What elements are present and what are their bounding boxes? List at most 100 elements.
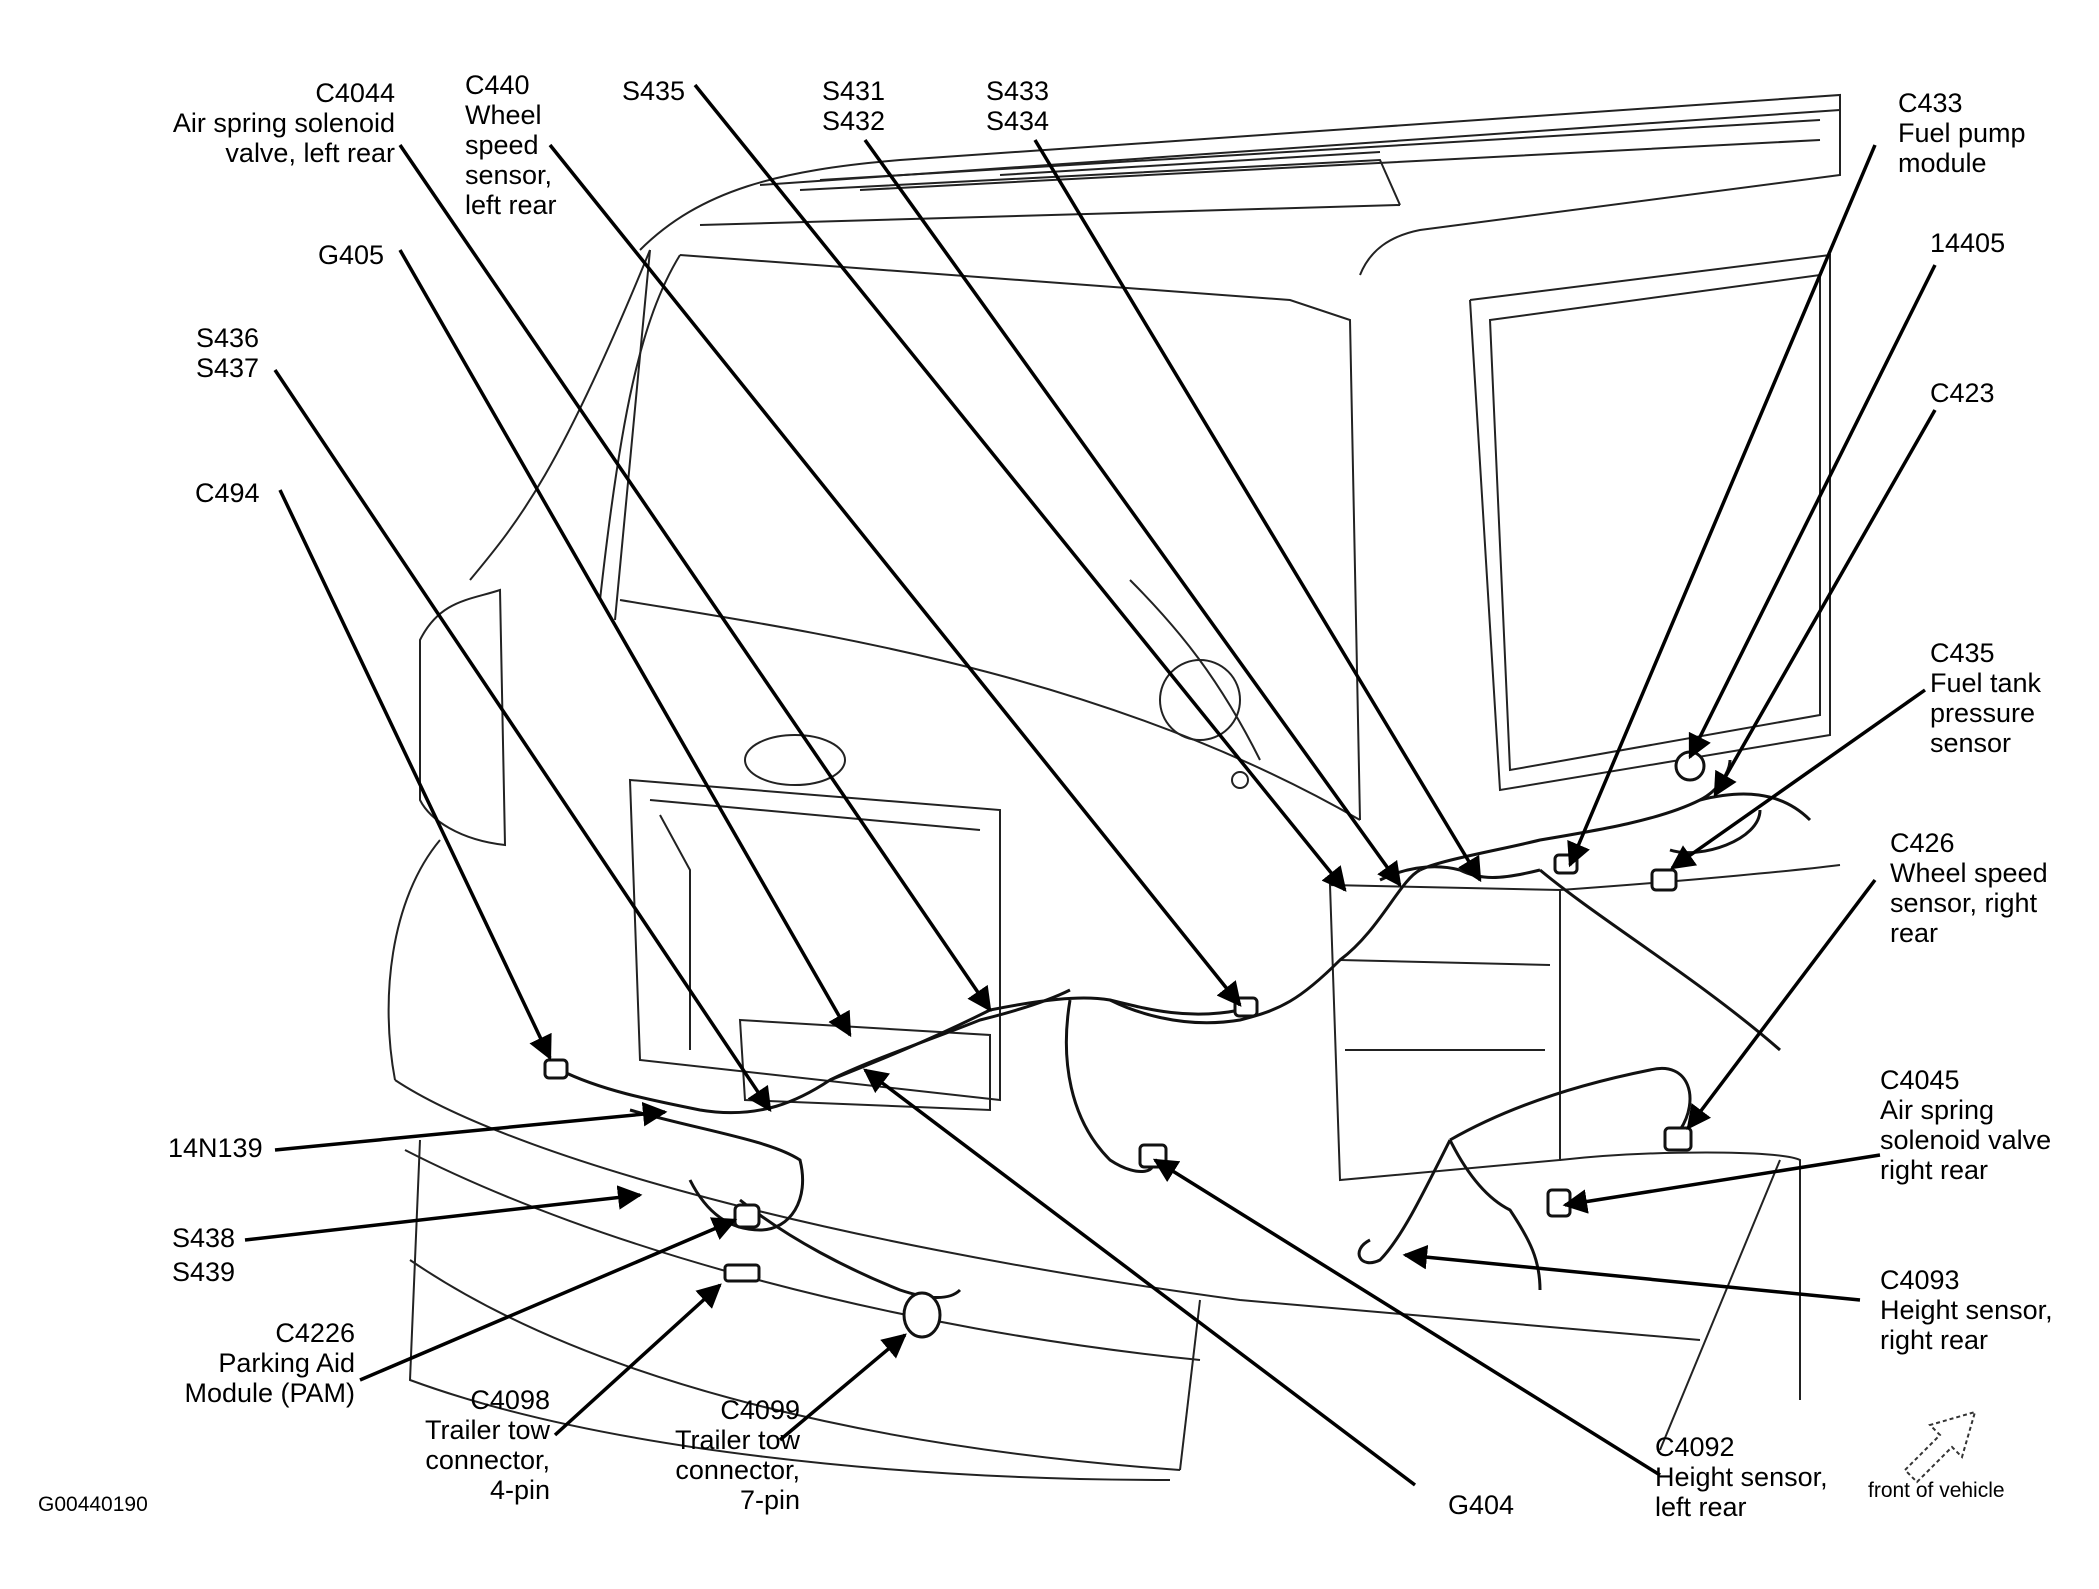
connector-c494 xyxy=(543,1058,569,1080)
connector-c435 xyxy=(1650,868,1678,892)
callout-s438-line-1: S438 xyxy=(172,1223,236,1253)
callout-c4099-line-3: connector, xyxy=(675,1455,800,1485)
callout-c4098-line-4: 4-pin xyxy=(489,1475,550,1505)
callout-c4226-line-1: C4226 xyxy=(275,1318,355,1348)
callout-c4098-line-1: C4098 xyxy=(470,1385,550,1415)
callout-s439-line-1: S439 xyxy=(172,1257,236,1287)
leader-lines xyxy=(244,83,1937,1487)
front-of-vehicle-arrow-icon xyxy=(1903,1410,1977,1484)
leader-14n139 xyxy=(274,1101,668,1152)
callout-c4044-line-1: C4044 xyxy=(315,78,395,108)
callout-c426-line-4: rear xyxy=(1890,918,1939,948)
callout-c4045-line-3: solenoid valve xyxy=(1880,1125,2052,1155)
callout-c4092-line-3: left rear xyxy=(1655,1492,1747,1522)
callout-c4093-line-2: Height sensor, xyxy=(1880,1295,2053,1325)
callout-14n139-line-1: 14N139 xyxy=(168,1133,263,1163)
leader-c440 xyxy=(548,143,1242,1007)
leader-c4045 xyxy=(1562,1153,1881,1214)
callout-c433-line-1: C433 xyxy=(1898,88,1963,118)
callout-s436: S436 S437 xyxy=(196,323,259,383)
connector-c4226 xyxy=(733,1203,761,1229)
callout-g405-line-1: G405 xyxy=(318,240,385,270)
callout-c4045-line-2: Air spring xyxy=(1880,1095,1995,1125)
callout-c4044-line-3: valve, left rear xyxy=(225,138,395,168)
callout-c426-line-1: C426 xyxy=(1890,828,1955,858)
vehicle-body-outline xyxy=(387,93,1841,1481)
callout-c440: C440 Wheel speed sensor, left rear xyxy=(465,70,557,220)
figure-id-text: G00440190 xyxy=(38,1493,148,1516)
callout-c426-line-2: Wheel speed xyxy=(1890,858,2048,888)
callout-c4093: C4093 Height sensor, right rear xyxy=(1880,1265,2053,1355)
callout-s436-line-2: S437 xyxy=(196,353,260,383)
callout-c433-line-3: module xyxy=(1898,148,1987,178)
connector-c426 xyxy=(1663,1126,1693,1152)
callout-s431: S431 S432 xyxy=(822,76,885,136)
callout-c4098-line-3: connector, xyxy=(425,1445,550,1475)
leader-c4226 xyxy=(359,1217,738,1382)
callout-c494-line-1: C494 xyxy=(195,478,260,508)
callout-c426: C426 Wheel speed sensor, right rear xyxy=(1890,828,2048,948)
callout-c4226-line-3: Module (PAM) xyxy=(184,1378,355,1408)
callout-s431-line-1: S431 xyxy=(822,76,886,106)
callout-14n139: 14N139 xyxy=(168,1133,263,1163)
leader-s431 xyxy=(863,138,1402,887)
callout-c440-line-3: speed xyxy=(465,130,539,160)
leader-c423 xyxy=(1713,409,1937,798)
front-of-vehicle-text: front of vehicle xyxy=(1868,1479,2005,1502)
callout-c4099-line-4: 7-pin xyxy=(739,1485,800,1515)
leader-c4092 xyxy=(1152,1158,1661,1477)
connectors xyxy=(543,750,1706,1339)
callout-s433-line-1: S433 xyxy=(986,76,1050,106)
callout-c4099-line-1: C4099 xyxy=(720,1395,800,1425)
leader-c4044 xyxy=(398,144,992,1013)
callout-c4099: C4099 Trailer tow connector, 7-pin xyxy=(640,1395,800,1515)
leader-s433 xyxy=(1033,139,1482,883)
callout-c4092-line-2: Height sensor, xyxy=(1655,1462,1828,1492)
callout-c423-line-1: C423 xyxy=(1930,378,1995,408)
callout-c440-line-1: C440 xyxy=(465,70,530,100)
callout-c4045-line-4: right rear xyxy=(1880,1155,1989,1185)
leader-c4098 xyxy=(553,1283,722,1437)
callout-c4226: C4226 Parking Aid Module (PAM) xyxy=(130,1318,355,1408)
callout-c4099-line-2: Trailer tow xyxy=(674,1425,800,1455)
connector-c4099 xyxy=(902,1291,942,1339)
callout-s438: S438 xyxy=(172,1223,235,1253)
callout-g404-line-1: G404 xyxy=(1448,1490,1515,1520)
callout-c4093-line-1: C4093 xyxy=(1880,1265,1960,1295)
callout-g405: G405 xyxy=(318,240,384,270)
callout-s433: S433 S434 xyxy=(986,76,1049,136)
callout-g404: G404 xyxy=(1448,1490,1514,1520)
callout-s435: S435 xyxy=(622,76,685,106)
callout-c435-line-3: pressure xyxy=(1930,698,2036,728)
callout-c435-line-4: sensor xyxy=(1930,728,2012,758)
leader-g404 xyxy=(863,1068,1417,1487)
callout-c4045: C4045 Air spring solenoid valve right re… xyxy=(1880,1065,2051,1185)
callout-c440-line-4: sensor, xyxy=(465,160,553,190)
callout-c440-line-5: left rear xyxy=(465,190,557,220)
callout-c4045-line-1: C4045 xyxy=(1880,1065,1960,1095)
callout-c435-line-2: Fuel tank xyxy=(1930,668,2042,698)
callout-s436-line-1: S436 xyxy=(196,323,260,353)
leader-c494 xyxy=(278,489,552,1061)
figure-id: G00440190 xyxy=(38,1490,148,1520)
callout-c426-line-3: sensor, right xyxy=(1890,888,2038,918)
leader-c4093 xyxy=(1402,1244,1861,1302)
leader-c426 xyxy=(1686,878,1877,1130)
callout-c423: C423 xyxy=(1930,378,1995,408)
callout-14405: 14405 xyxy=(1930,228,2005,258)
leader-c435 xyxy=(1669,688,1927,870)
callout-s431-line-2: S432 xyxy=(822,106,886,136)
callout-c4044-line-2: Air spring solenoid xyxy=(172,108,395,138)
callout-s435-line-1: S435 xyxy=(622,76,686,106)
front-of-vehicle-label: front of vehicle xyxy=(1868,1476,2005,1506)
callout-s433-line-2: S434 xyxy=(986,106,1050,136)
leader-s438 xyxy=(244,1185,643,1242)
callout-c4098-line-2: Trailer tow xyxy=(424,1415,550,1445)
callout-14405-line-1: 14405 xyxy=(1930,228,2006,258)
callout-c440-line-2: Wheel xyxy=(465,100,542,130)
leader-c4099 xyxy=(778,1333,907,1442)
callout-s439: S439 xyxy=(172,1257,235,1287)
callout-c4098: C4098 Trailer tow connector, 4-pin xyxy=(385,1385,550,1505)
callout-c433-line-2: Fuel pump xyxy=(1898,118,2026,148)
leader-g405 xyxy=(398,249,852,1038)
